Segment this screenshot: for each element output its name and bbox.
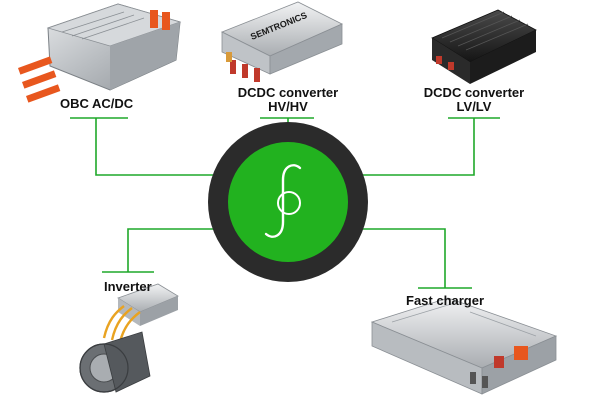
line-to-dcdc-lv-drop bbox=[360, 118, 475, 176]
label-fast-charger: Fast charger bbox=[406, 293, 485, 308]
label-dcdc-hv-line2: HV/HV bbox=[268, 99, 308, 114]
dcdc-hv-device-image: SEMTRONICS bbox=[221, 1, 343, 82]
label-dcdc-lv-line1: DCDC converter bbox=[423, 85, 525, 100]
label-inverter: Inverter bbox=[104, 279, 152, 294]
label-obc: OBC AC/DC bbox=[60, 96, 134, 111]
fast-charger-device-image bbox=[370, 297, 558, 395]
inverter-device-image bbox=[79, 283, 179, 393]
label-dcdc-hv-line1: DCDC converter bbox=[237, 85, 339, 100]
line-to-inverter bbox=[127, 228, 215, 272]
connection-lines bbox=[70, 117, 500, 289]
central-hub bbox=[208, 122, 368, 282]
dcdc-lv-device-image bbox=[431, 9, 537, 84]
label-dcdc-lv-line2: LV/LV bbox=[456, 99, 492, 114]
line-to-fast-charger bbox=[360, 228, 446, 288]
line-to-obc-drop bbox=[95, 118, 215, 176]
obc-device-image bbox=[17, 3, 182, 103]
semtronics-logo-icon bbox=[264, 164, 302, 238]
label-dcdc-lv: DCDC converter LV/LV bbox=[416, 86, 532, 114]
label-dcdc-hv: DCDC converter HV/HV bbox=[230, 86, 346, 114]
